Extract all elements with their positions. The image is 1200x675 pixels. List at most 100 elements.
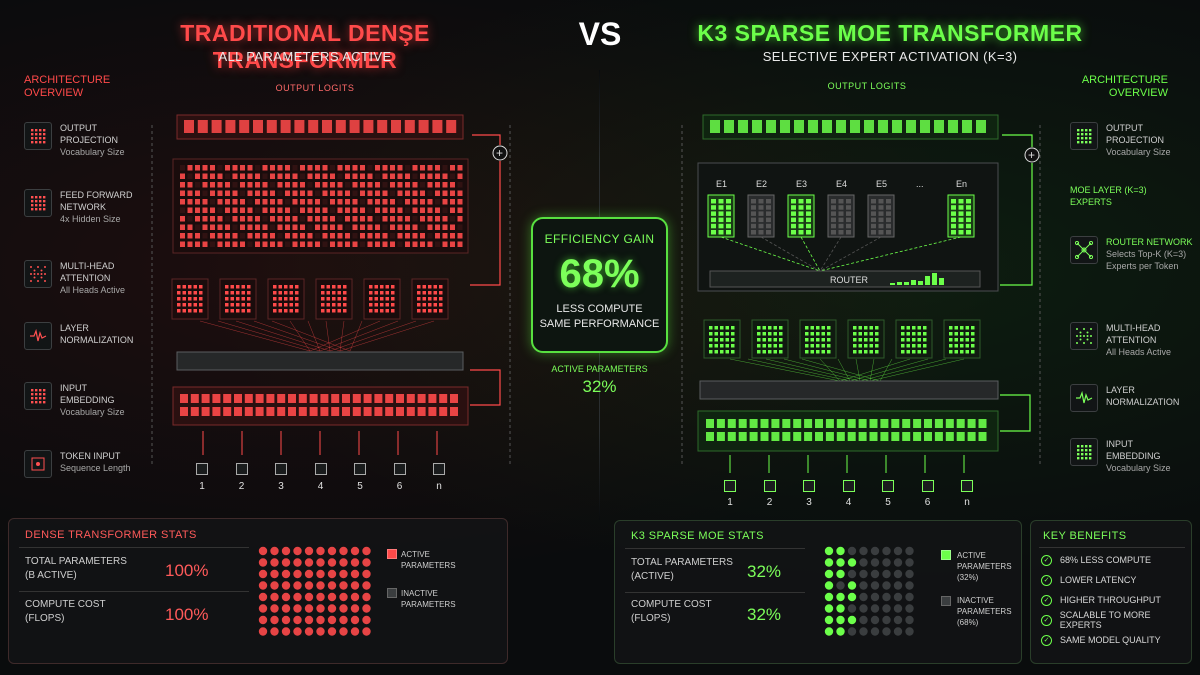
dense-param-dot [258, 615, 268, 625]
head-cell [917, 326, 921, 330]
ffn-cell [277, 224, 283, 230]
ffn-cell [262, 224, 268, 230]
output-cell [738, 120, 748, 133]
dense-legend-inactive-swatch [387, 588, 397, 598]
head-cell [917, 344, 921, 348]
expert-cell [751, 211, 756, 216]
head-cell [720, 338, 724, 342]
expert-cell [766, 217, 771, 223]
ffn-cell [225, 216, 230, 222]
expert-cell [878, 230, 884, 235]
sparse-param-dot [893, 615, 903, 625]
output-cell [377, 120, 388, 133]
head-cell [188, 297, 192, 301]
ffn-cell [307, 199, 313, 205]
embedding-cell [255, 394, 264, 403]
head-cell [385, 309, 389, 313]
expert-cell [791, 199, 796, 204]
ffn-cell [435, 216, 440, 222]
head-cell [289, 303, 293, 307]
embedding-cell [902, 432, 911, 441]
ffn-cell [180, 182, 185, 188]
embedding-cell [978, 419, 987, 428]
head-cell [417, 285, 421, 289]
grid-icon [24, 122, 52, 150]
head-cell [805, 326, 809, 330]
dense-param-dot [339, 569, 348, 579]
embedding-cell [352, 394, 361, 403]
active-parameters-label: ACTIVE PARAMETERS [551, 364, 648, 374]
output-cell [794, 120, 804, 133]
ffn-cell [360, 207, 365, 213]
expert-cell [798, 199, 804, 204]
connection-line [199, 320, 311, 352]
ffn-cell [420, 233, 425, 239]
connection-line [339, 320, 345, 352]
sparse-param-dot [847, 558, 857, 567]
head-cell [869, 332, 873, 336]
sparse-param-dot [905, 604, 914, 613]
embedding-cell [309, 407, 318, 416]
expert-cell [838, 217, 844, 223]
expert-cell [966, 205, 971, 210]
dense-param-dot [293, 604, 302, 613]
ffn-cell [427, 190, 433, 196]
head-cell [391, 309, 395, 313]
dense-param-dot [350, 546, 360, 556]
head-cell [960, 344, 964, 348]
head-cell [230, 291, 234, 295]
embedding-cell [385, 407, 394, 416]
embedding-cell [716, 432, 725, 441]
ffn-cell [195, 190, 200, 196]
dense-param-dot [327, 615, 337, 625]
sparse-param-dot [882, 546, 891, 556]
sparse-compute-value: 32% [747, 605, 782, 624]
head-cell [853, 350, 857, 354]
head-cell [439, 297, 443, 301]
dense-param-dot [293, 592, 302, 602]
head-cell [193, 303, 197, 307]
expert-cell [806, 230, 811, 235]
output-cell [363, 120, 374, 133]
embedding-cell [212, 407, 221, 416]
ffn-cell [300, 173, 305, 179]
sparse-param-dot [870, 627, 880, 636]
head-cell [805, 350, 809, 354]
expert-cell [711, 199, 716, 204]
dense-param-dot [316, 604, 325, 613]
embedding-cell [771, 432, 780, 441]
sparse-stats-divider [625, 548, 805, 549]
sparse-stats-divider-2 [625, 592, 805, 593]
dense-title: TRADITIONAL DENŞE TRANSFORMER [180, 20, 430, 73]
head-cell [337, 303, 341, 307]
expert-label: En [956, 179, 967, 189]
head-cell [720, 326, 724, 330]
dense-param-dot [270, 569, 279, 579]
ffn-cell [352, 216, 358, 222]
sparse-param-dot [882, 627, 891, 636]
embedding-cell [320, 407, 329, 416]
head-cell [422, 285, 426, 289]
expert-cell [871, 223, 876, 229]
head-cell [960, 338, 964, 342]
router-score-bar [939, 278, 944, 285]
dense-sidebar-title: LAYER NORMALIZATION [60, 323, 134, 345]
ffn-cell [187, 241, 193, 247]
embedding-cell [298, 394, 307, 403]
sparse-param-dot [847, 604, 857, 613]
expert-cell [726, 230, 731, 235]
head-cell [182, 285, 186, 289]
head-cell [768, 338, 772, 342]
ffn-cell [442, 182, 448, 188]
ffn-cell [367, 207, 373, 213]
ffn-cell [367, 182, 373, 188]
efficiency-line-1: LESS COMPUTE [556, 303, 643, 315]
attention-icon [24, 260, 52, 288]
ffn-cell [457, 207, 463, 213]
head-cell [278, 309, 282, 313]
token-number: 5 [885, 497, 891, 508]
token-number: 3 [806, 497, 812, 508]
ffn-cell [255, 224, 260, 230]
